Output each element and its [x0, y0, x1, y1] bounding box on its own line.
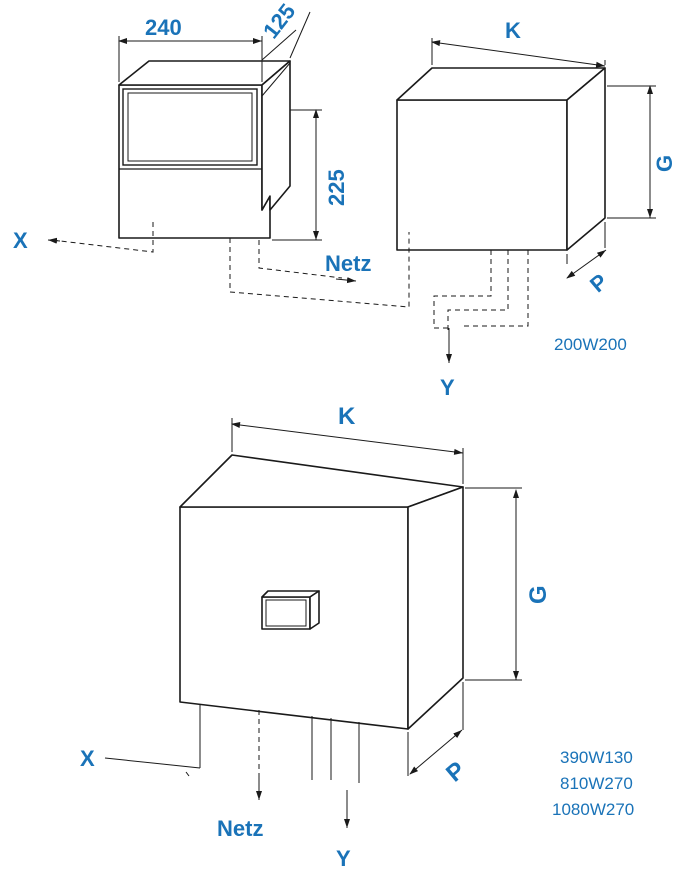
- connections-bottom: [104, 705, 360, 828]
- netz-label-top: Netz: [325, 251, 371, 276]
- controller-dimensions: [118, 11, 322, 241]
- y-label-top: Y: [440, 375, 455, 400]
- g-label-top: G: [652, 155, 677, 172]
- netz-label-bottom: Netz: [217, 816, 263, 841]
- model-label-810w270: 810W270: [560, 774, 633, 793]
- x-label-top: X: [13, 228, 28, 253]
- k-label-top: K: [505, 18, 521, 43]
- model-label-390w130: 390W130: [560, 748, 633, 767]
- box-200w200: [396, 67, 606, 251]
- p-label-bottom: P: [441, 756, 471, 787]
- controller-unit: [118, 60, 291, 239]
- model-label-200w200: 200W200: [554, 335, 627, 354]
- height-label-225: 225: [324, 169, 349, 206]
- box-large: [179, 454, 464, 730]
- depth-label-125: 125: [258, 0, 300, 43]
- y-label-bottom: Y: [336, 846, 351, 871]
- x-label-bottom: X: [80, 746, 95, 771]
- box-200w200-dimensions: [431, 38, 656, 279]
- connections-top: [47, 222, 529, 363]
- box-large-dimensions: [231, 418, 522, 776]
- width-label-240: 240: [145, 15, 182, 40]
- g-label-bottom: G: [525, 585, 552, 604]
- k-label-bottom: K: [338, 403, 356, 430]
- p-label-top: P: [585, 269, 612, 298]
- model-label-1080w270: 1080W270: [552, 800, 634, 819]
